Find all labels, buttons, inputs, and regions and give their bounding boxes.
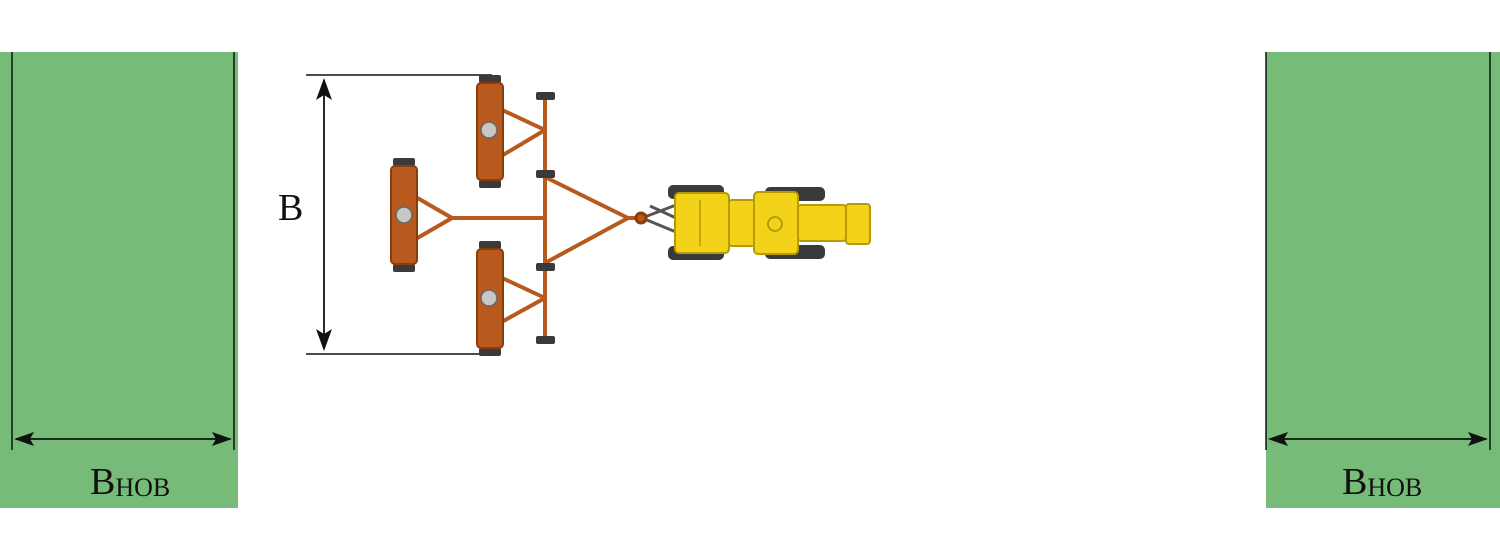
headland-width-label-right: BHOB [1342,461,1422,503]
headland-width-arrow-left [14,432,232,446]
working-width-label: B [278,187,303,229]
three-point-linkage [634,203,677,234]
headland-width-label-left: BHOB [90,461,170,503]
working-width-dimension: B [278,74,492,355]
headland-width-arrow-right [1268,432,1488,446]
headland-strip-left: BHOB [0,52,238,508]
tractor-icon [668,185,871,260]
roller-section-bottom [476,241,504,356]
roller-section-middle [390,158,418,272]
roller-section-top [476,75,504,188]
headland-strip-right: BHOB [1265,52,1500,508]
frame-wheels [536,92,555,344]
implement-hitch [412,100,642,336]
